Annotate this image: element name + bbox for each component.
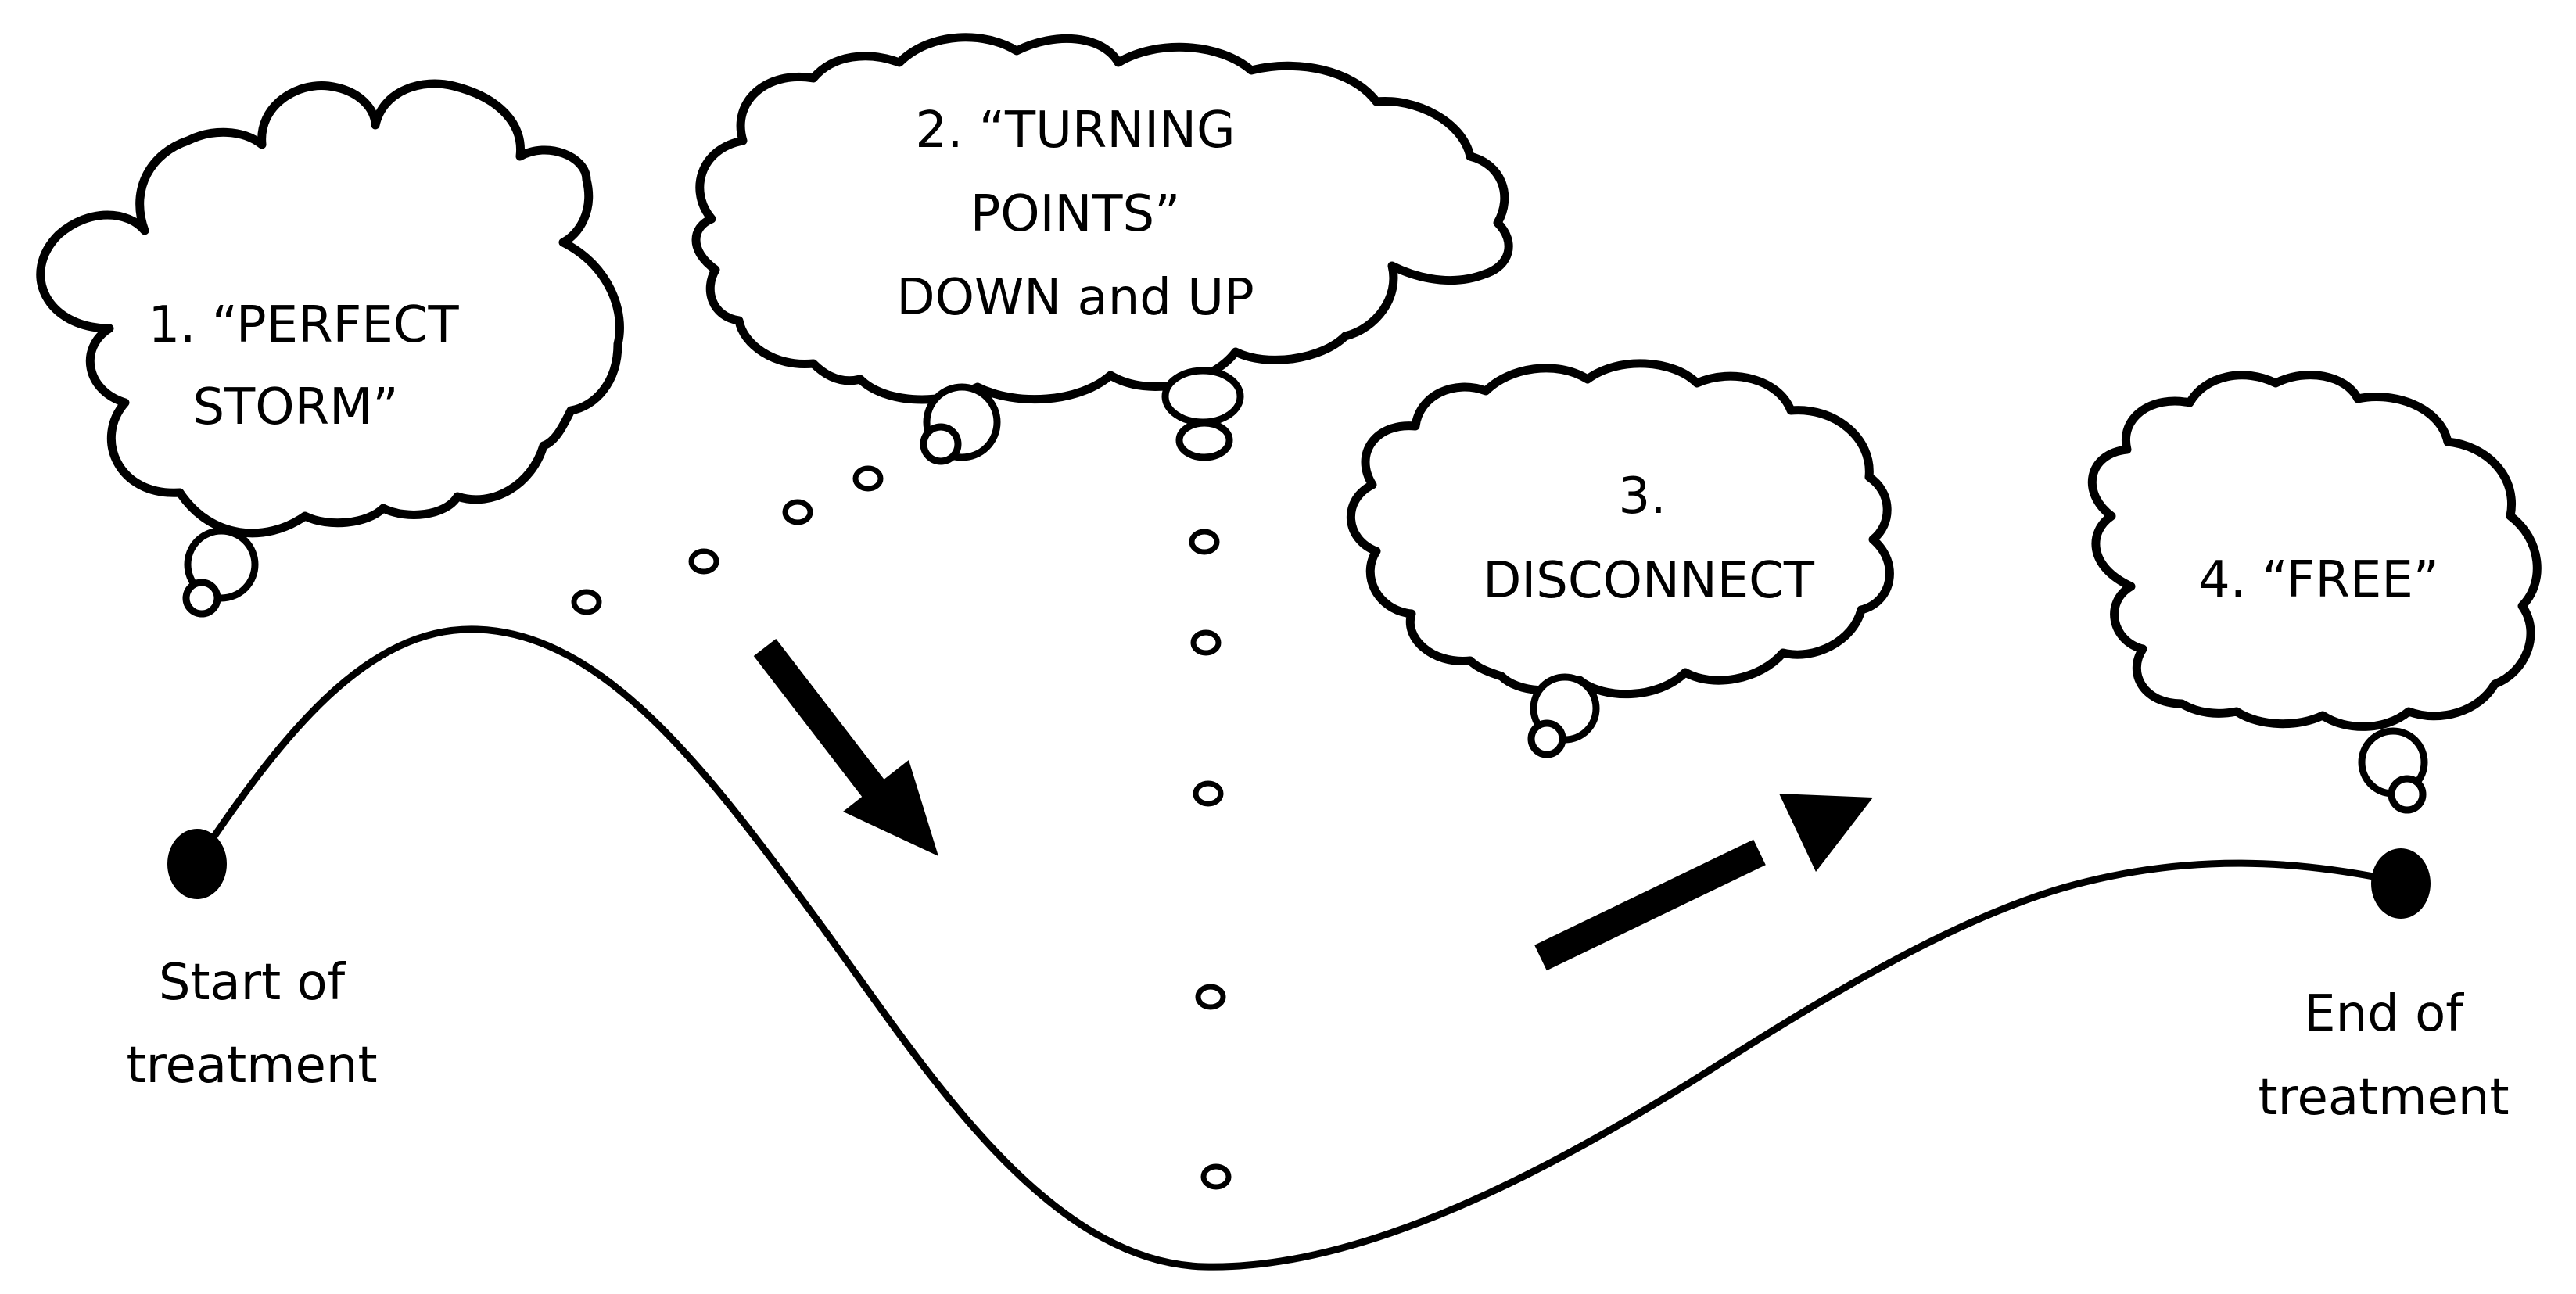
- thought-trail-left: [571, 465, 884, 615]
- cloud-2-bubble-right-large: [1161, 367, 1244, 426]
- trail-dot: [852, 465, 884, 492]
- trail-dot: [1189, 529, 1220, 555]
- cloud-2-line3: DOWN and UP: [896, 269, 1254, 327]
- cloud-4-outline: [2087, 371, 2542, 731]
- cloud-2-outline: [691, 33, 1513, 404]
- end-label: End of treatment: [2258, 985, 2509, 1127]
- cloud-2-line1: 2. “TURNING: [915, 102, 1235, 160]
- cloud-2-line2: POINTS”: [970, 185, 1181, 243]
- cloud-2-bubble-small: [920, 423, 962, 465]
- cloud-1-line2: STORM”: [193, 378, 399, 436]
- start-point-marker: [167, 829, 227, 899]
- down-arrow: [753, 639, 938, 856]
- cloud-3-outline: [1347, 359, 1894, 699]
- end-label-line2: treatment: [2258, 1069, 2509, 1127]
- cloud-1-outline: [36, 79, 624, 538]
- end-label-line1: End of: [2304, 985, 2464, 1043]
- trail-dot: [571, 589, 602, 615]
- start-label-line2: treatment: [126, 1037, 377, 1095]
- cloud-3-line2: DISCONNECT: [1483, 552, 1815, 610]
- start-label-line1: Start of: [159, 954, 346, 1012]
- trail-dot: [782, 499, 813, 525]
- end-point-marker: [2371, 848, 2431, 919]
- trail-dot: [1195, 984, 1226, 1010]
- thought-trail-vertical: [1189, 529, 1232, 1190]
- trail-dot: [1200, 1163, 1232, 1190]
- cloud-4-line1: 4. “FREE”: [2198, 551, 2439, 609]
- trail-dot: [1193, 780, 1224, 807]
- up-arrow: [1534, 794, 1873, 971]
- cloud-1-line1: 1. “PERFECT: [148, 296, 459, 354]
- treatment-journey-curve: [192, 625, 2405, 1271]
- down-arrow-head: [843, 760, 938, 856]
- cloud-2-bubble-right-small: [1175, 419, 1233, 461]
- cloud-4-bubble-small: [2388, 775, 2427, 814]
- trail-dot: [1190, 629, 1222, 656]
- down-arrow-shaft: [753, 639, 886, 798]
- start-label: Start of treatment: [126, 954, 377, 1095]
- up-arrow-head: [1779, 794, 1873, 872]
- cloud-3-line1: 3.: [1618, 468, 1666, 525]
- thought-cloud-3: 3. DISCONNECT: [1347, 359, 1894, 758]
- cloud-3-bubble-small: [1527, 719, 1566, 758]
- up-arrow-shaft: [1534, 839, 1766, 971]
- trail-dot: [688, 548, 719, 575]
- cloud-1-bubble-small: [182, 579, 221, 618]
- thought-cloud-4: 4. “FREE”: [2087, 371, 2542, 814]
- thought-cloud-1: 1. “PERFECT STORM”: [36, 79, 624, 618]
- thought-cloud-2: 2. “TURNING POINTS” DOWN and UP: [691, 33, 1513, 465]
